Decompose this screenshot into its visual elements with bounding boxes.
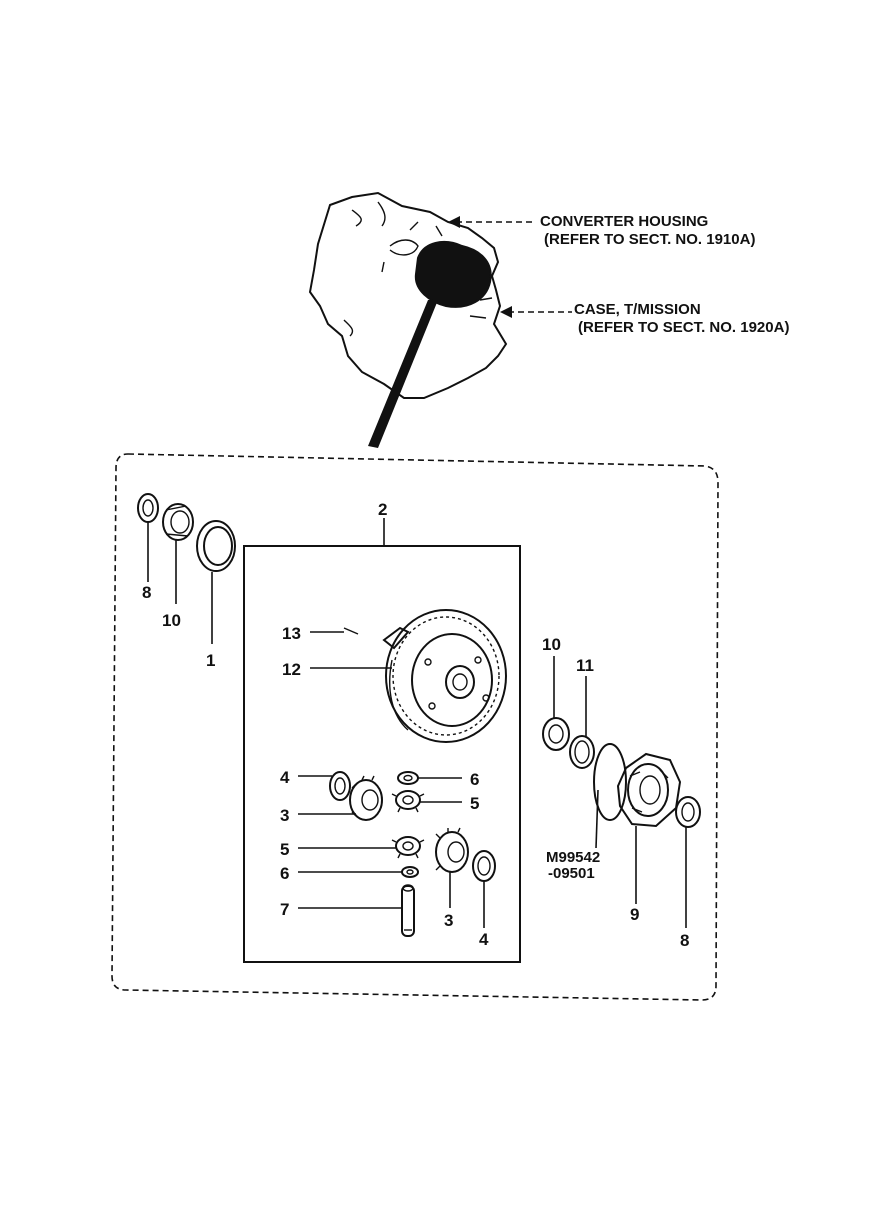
case-transmission-label: CASE, T/MISSION [574, 301, 701, 318]
part-number-7: 7 [280, 900, 289, 919]
differential-location-highlight [414, 241, 492, 308]
part-number-4-left: 4 [280, 768, 290, 787]
converter-housing-arrow [448, 216, 460, 228]
ring-gear-shim-1 [196, 520, 236, 572]
seal-part-code-suffix: -09501 [548, 865, 595, 882]
part-number-9: 9 [630, 905, 639, 924]
pinion-washer-6-upper [397, 771, 419, 785]
part-number-6-lower: 6 [280, 864, 289, 883]
part-number-4-bottom: 4 [479, 930, 489, 949]
ring-gear-case-12 [382, 609, 507, 743]
o-ring-seal [593, 743, 627, 821]
part-number-5-upper: 5 [470, 794, 479, 813]
part-number-11: 11 [576, 656, 594, 675]
part-number-5-lower: 5 [280, 840, 289, 859]
side-gear-washer-4-left [329, 771, 351, 801]
seal-leader [595, 789, 599, 849]
side-gear-3-bottom [435, 827, 469, 873]
part-number-3-left: 3 [280, 806, 289, 825]
differential-group-border [111, 453, 719, 1001]
pinion-washer-6-lower [401, 866, 419, 878]
side-gear-3-left [349, 775, 383, 821]
bearing-retainer-9 [616, 752, 682, 828]
part-number-10-right: 10 [542, 635, 561, 654]
side-gear-washer-4-bottom [472, 850, 496, 882]
differential-assembly-box [243, 545, 521, 963]
part-number-8-right: 8 [680, 931, 689, 950]
right-taper-bearing-10 [542, 717, 570, 751]
transmission-housing [308, 191, 508, 448]
part-number-6-upper: 6 [470, 770, 479, 789]
part-number-3-bottom: 3 [444, 911, 453, 930]
converter-housing-reference: (REFER TO SECT. NO. 1910A) [544, 231, 755, 248]
pinion-shaft-7 [401, 884, 415, 937]
right-bearing-race-8 [675, 796, 701, 828]
part-number-12: 12 [282, 660, 301, 679]
left-taper-bearing-10 [162, 503, 194, 541]
part-number-13: 13 [282, 624, 301, 643]
seal-part-code: M99542 [546, 849, 600, 866]
converter-housing-label: CONVERTER HOUSING [540, 213, 708, 230]
left-bearing-race-8 [137, 493, 159, 523]
adjust-shim-11 [569, 735, 595, 769]
pinion-gear-5-upper [391, 790, 425, 813]
part-number-2: 2 [378, 500, 387, 519]
part-number-10-left: 10 [162, 611, 181, 630]
case-transmission-arrow [500, 306, 512, 318]
pin-13 [343, 627, 359, 635]
part-number-8-left: 8 [142, 583, 151, 602]
pinion-gear-5-lower [391, 836, 425, 859]
location-pointer [368, 300, 438, 448]
part-number-1: 1 [206, 651, 215, 670]
case-transmission-reference: (REFER TO SECT. NO. 1920A) [578, 319, 789, 336]
